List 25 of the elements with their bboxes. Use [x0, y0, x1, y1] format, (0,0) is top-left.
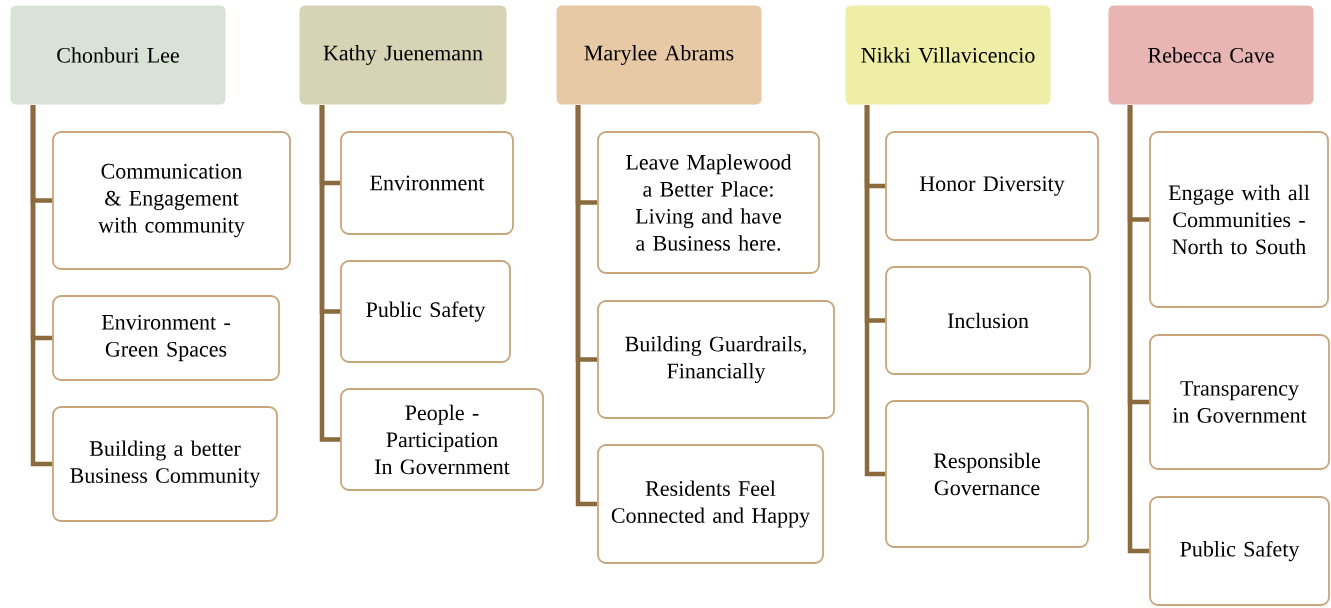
topic-box: Engage with all Communities - North to South [1149, 131, 1329, 308]
connector-line [864, 105, 886, 477]
topic-box: Honor Diversity [885, 131, 1099, 241]
topic-box: Communication & Engagement with community [52, 131, 291, 270]
connector-line [1127, 105, 1150, 554]
topic-box: Responsible Governance [885, 400, 1089, 548]
header-box: Kathy Juenemann [298, 4, 508, 106]
topic-box: People - Participation In Government [340, 388, 544, 491]
topic-box: Leave Maplewood a Better Place: Living and have a Business here. [597, 131, 820, 274]
topic-box: Residents Feel Connected and Happy [597, 444, 824, 564]
topic-box: Building Guardrails, Financially [597, 300, 835, 419]
topic-box: Environment [340, 131, 514, 235]
topic-box: Public Safety [1149, 496, 1330, 606]
header-box: Rebecca Cave [1107, 4, 1315, 106]
topic-box: Environment - Green Spaces [52, 295, 280, 381]
topic-box: Public Safety [340, 260, 511, 363]
header-box: Chonburi Lee [9, 4, 227, 106]
topic-box: Transparency in Government [1149, 334, 1330, 470]
header-box: Nikki Villavicencio [844, 4, 1052, 106]
header-box: Marylee Abrams [555, 4, 763, 106]
connector-line [30, 105, 53, 467]
connector-line [319, 105, 341, 442]
connector-line [575, 105, 598, 507]
topic-box: Building a better Business Community [52, 406, 278, 522]
topic-box: Inclusion [885, 266, 1091, 375]
